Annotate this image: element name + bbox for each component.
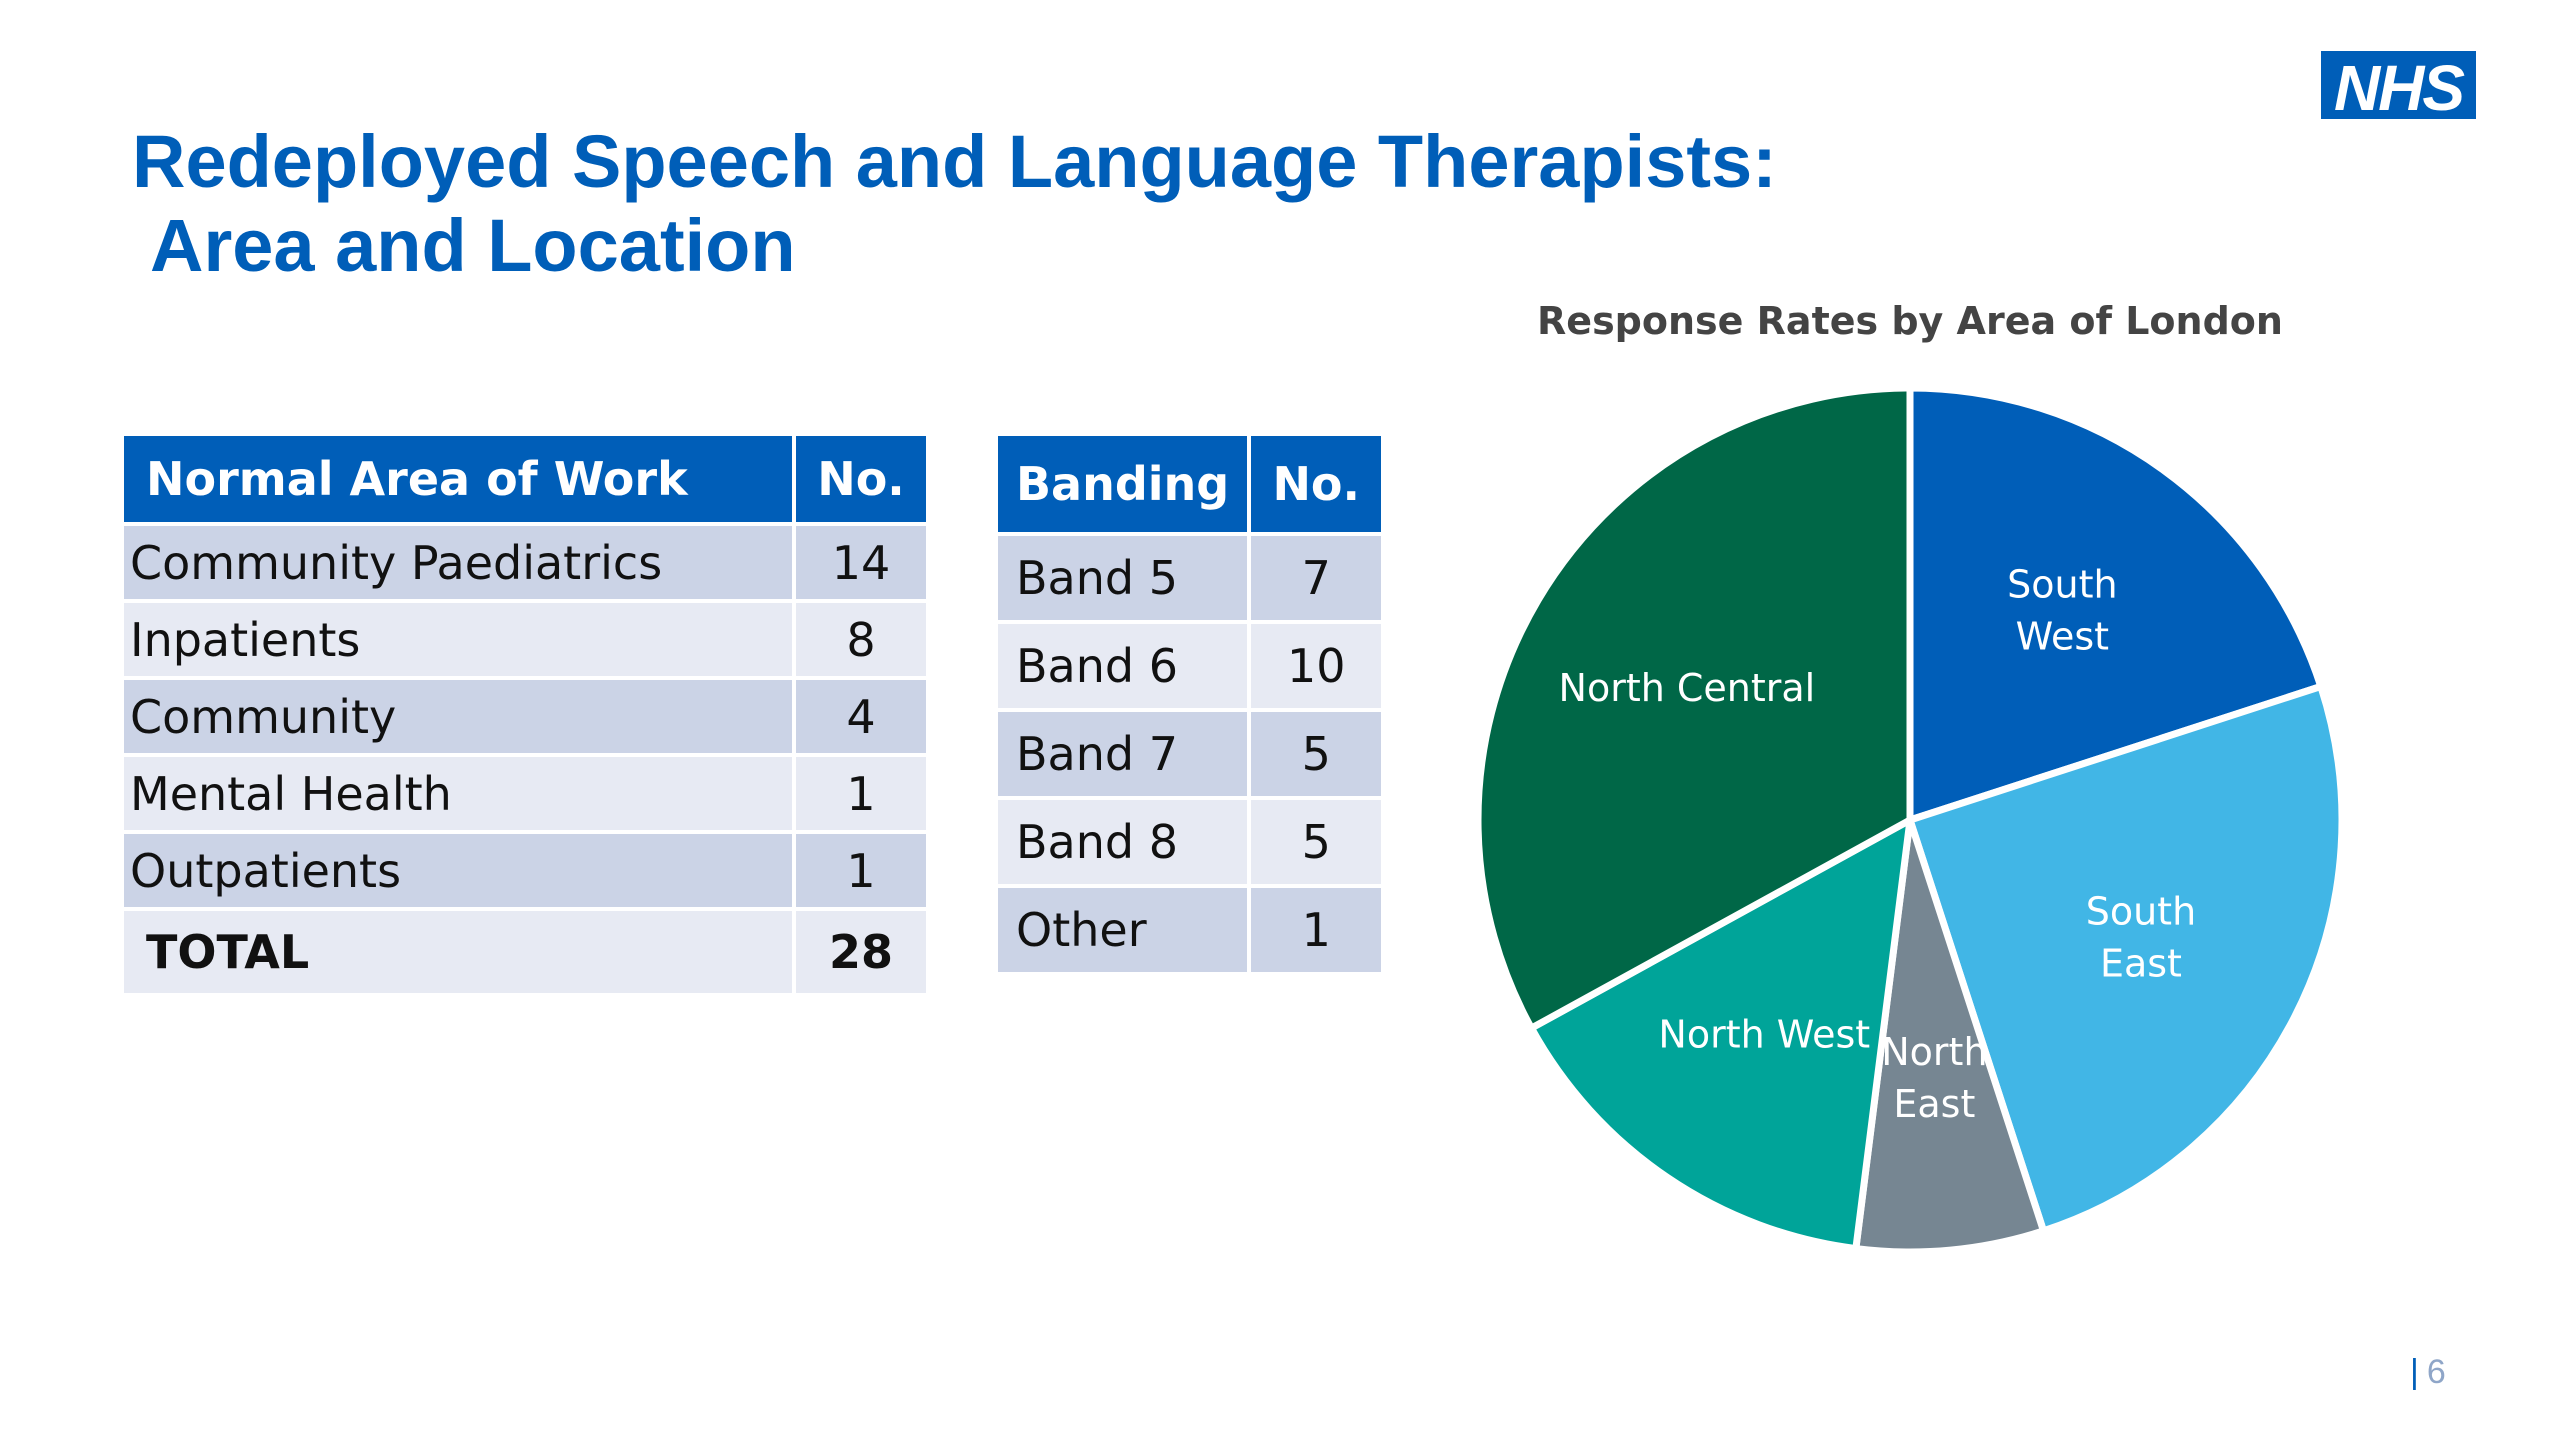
pie-slice-south-west: [1906, 384, 2325, 824]
table-header-row: Banding No.: [998, 436, 1382, 532]
column-header-banding: Banding: [998, 436, 1248, 532]
pie-slice-north-east: [1852, 816, 2047, 1256]
row-value: 1: [796, 757, 926, 830]
row-label: Community Paediatrics: [124, 526, 792, 599]
table-row: Community Paediatrics 14: [124, 526, 926, 599]
total-row: TOTAL 28: [124, 911, 926, 993]
row-label: Other: [998, 888, 1248, 972]
row-value: 8: [796, 603, 926, 676]
row-label: Community: [124, 680, 792, 753]
table-row: Outpatients 1: [124, 834, 926, 907]
banding-table: Banding No. Band 5 7 Band 6 10 Band 7 5 …: [994, 432, 1385, 976]
row-value: 5: [1251, 800, 1382, 884]
row-label: Inpatients: [124, 603, 792, 676]
row-value: 1: [796, 834, 926, 907]
row-label: Band 6: [998, 624, 1248, 708]
row-value: 14: [796, 526, 926, 599]
row-label: Outpatients: [124, 834, 792, 907]
table-row: Band 8 5: [998, 800, 1382, 884]
row-label: Band 8: [998, 800, 1248, 884]
row-value: 7: [1251, 536, 1382, 620]
row-label: Band 7: [998, 712, 1248, 796]
pie-slice-south-east: [1906, 683, 2346, 1235]
page-title-line-1: Redeployed Speech and Language Therapist…: [132, 120, 1777, 203]
area-of-work-table: Normal Area of Work No. Community Paedia…: [120, 432, 930, 997]
table-row: Community 4: [124, 680, 926, 753]
row-label: Mental Health: [124, 757, 792, 830]
table-row: Band 6 10: [998, 624, 1382, 708]
column-header-area: Normal Area of Work: [124, 436, 792, 522]
column-header-number: No.: [796, 436, 926, 522]
row-value: 10: [1251, 624, 1382, 708]
pie-slice-north-west: [1527, 816, 1914, 1253]
table-row: Inpatients 8: [124, 603, 926, 676]
nhs-logo: NHS: [2321, 51, 2476, 122]
pie-label-north-central: North Central: [1559, 666, 1816, 710]
total-label: TOTAL: [124, 911, 792, 993]
page-title-line-2: Area and Location: [150, 204, 796, 287]
table-row: Mental Health 1: [124, 757, 926, 830]
table-row: Band 5 7: [998, 536, 1382, 620]
row-value: 4: [796, 680, 926, 753]
row-label: Band 5: [998, 536, 1248, 620]
page-number-divider-icon: |: [2410, 1353, 2419, 1391]
chart-title: Response Rates by Area of London: [1537, 299, 2283, 343]
table-row: Other 1: [998, 888, 1382, 972]
row-value: 1: [1251, 888, 1382, 972]
page-number: |6: [2410, 1352, 2446, 1392]
table-row: Band 7 5: [998, 712, 1382, 796]
column-header-number: No.: [1251, 436, 1382, 532]
row-value: 5: [1251, 712, 1382, 796]
table-header-row: Normal Area of Work No.: [124, 436, 926, 522]
page-number-value: 6: [2426, 1353, 2446, 1391]
pie-label-north-west: North West: [1658, 1012, 1870, 1056]
pie-slice-north-central: [1474, 384, 1914, 1032]
page-title: Redeployed Speech and Language Therapist…: [132, 120, 1777, 288]
total-value: 28: [796, 911, 926, 993]
